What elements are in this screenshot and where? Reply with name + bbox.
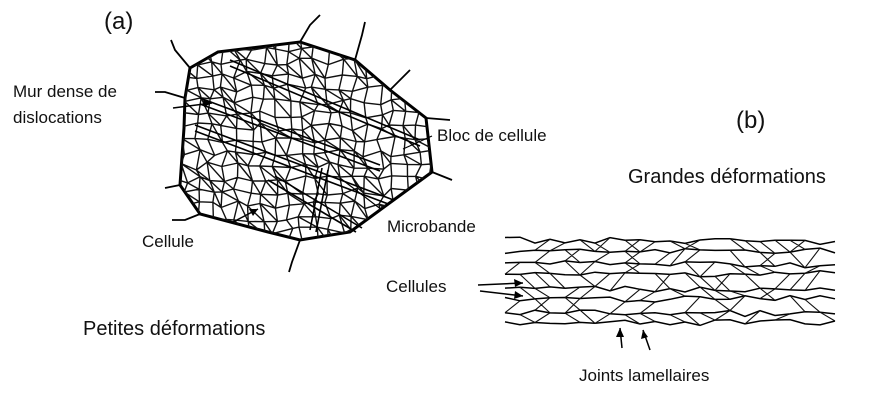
lamellar-boundary — [505, 237, 835, 244]
panel-b-caption: Grandes déformations — [628, 166, 826, 188]
panel-a: (a) — [13, 8, 547, 340]
arrow-head-lamellar-2 — [641, 330, 648, 339]
panel-b: (b) Grandes déformations Cellules Joints… — [386, 107, 835, 385]
panel-b-label: (b) — [736, 107, 765, 134]
block-label: Bloc de cellule — [437, 126, 547, 145]
wall-label-line2: dislocations — [13, 108, 102, 127]
lamellar-boundary — [505, 261, 835, 268]
arrow-head-cells-2 — [514, 291, 523, 299]
cells-label: Cellules — [386, 277, 446, 296]
panel-a-caption: Petites déformations — [83, 318, 265, 340]
lamellar-label: Joints lamellaires — [579, 366, 709, 385]
lamellar-boundary — [505, 271, 835, 277]
lamellar-boundary — [505, 320, 835, 326]
panel-a-label: (a) — [104, 8, 133, 35]
microband-label: Microbande — [387, 217, 476, 236]
cell-label: Cellule — [142, 232, 194, 251]
arrow-head-lamellar-1 — [616, 328, 624, 337]
lamellar-structure — [505, 237, 835, 325]
lamellar-boundary — [505, 296, 835, 302]
wall-label-line1: Mur dense de — [13, 82, 117, 101]
arrow-head-cells-1 — [514, 279, 523, 287]
